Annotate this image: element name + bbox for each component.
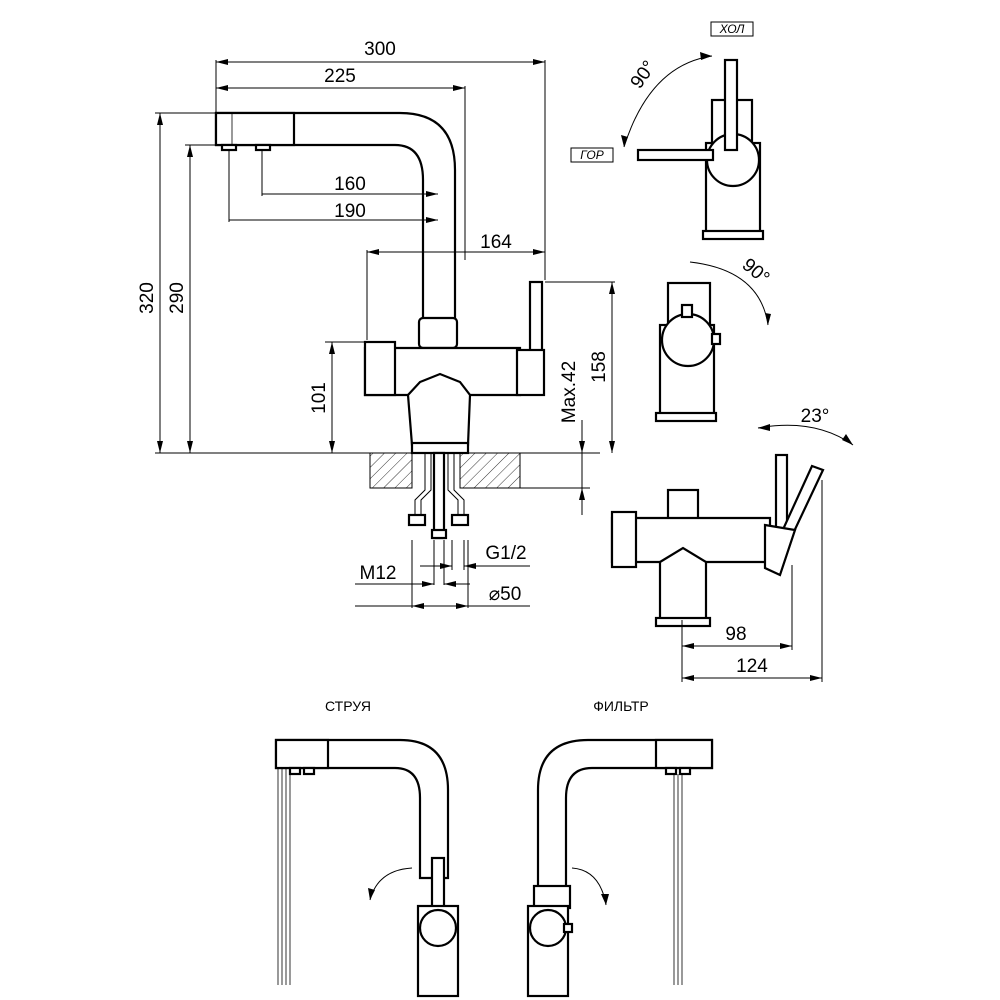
- lever-base: [515, 348, 546, 397]
- mr-base: [654, 411, 718, 423]
- vertical-dimensions: [155, 112, 615, 515]
- dim-max42: Max.42: [559, 361, 580, 423]
- dim-164: 164: [480, 232, 512, 253]
- br-base-plate: [654, 616, 712, 628]
- jet-lever: [430, 856, 446, 910]
- br-left-cap: [610, 510, 638, 569]
- bottom-right-view: 23° 98 124: [610, 406, 854, 682]
- dim-dia50: ⌀50: [489, 584, 522, 605]
- filter-view: ФИЛЬТР: [526, 698, 714, 998]
- spout-head: [214, 111, 296, 147]
- supply-hoses: [407, 451, 470, 540]
- dim-190: 190: [334, 201, 366, 222]
- horizontal-dimensions: [215, 59, 546, 340]
- br-top: [666, 488, 700, 522]
- dim-g12: G1/2: [485, 543, 526, 564]
- faucet-base: [406, 372, 472, 447]
- dim-300: 300: [364, 39, 396, 60]
- filter-knob: [528, 908, 568, 948]
- tr-lever-horizontal: [636, 148, 715, 162]
- mr-lever-side: [710, 332, 722, 346]
- angle-90-mid: 90°: [738, 255, 774, 290]
- angle-23: 23°: [801, 406, 830, 427]
- label-hot: ГОР: [580, 148, 603, 162]
- filter-spout-head: [654, 738, 714, 770]
- label-jet: СТРУЯ: [325, 698, 371, 714]
- left-cap: [363, 340, 397, 397]
- label-filter: ФИЛЬТР: [593, 698, 649, 714]
- filter-collar: [532, 884, 572, 910]
- dim-290: 290: [167, 282, 188, 314]
- spout-collar: [417, 316, 459, 350]
- mr-knob: [660, 312, 716, 368]
- br-lever-base: [763, 523, 797, 577]
- base-plate: [410, 441, 470, 455]
- dim-160: 160: [334, 174, 366, 195]
- jet-spout-head: [274, 738, 330, 770]
- br-base: [658, 546, 708, 622]
- jet-view: СТРУЯ: [274, 698, 460, 998]
- jet-knob: [418, 908, 458, 948]
- dim-124: 124: [736, 656, 768, 677]
- aerator-right: [254, 143, 272, 152]
- mr-lever-stub: [680, 303, 694, 319]
- tr-lever-vertical: [723, 58, 739, 152]
- countertop-section-right: [459, 452, 521, 489]
- middle-right-view: 90°: [654, 255, 774, 423]
- dim-320: 320: [137, 282, 158, 314]
- main-side-view: 300 225 160 190 164 320 290 101 158 Max.…: [137, 39, 615, 609]
- bottom-dimensions: [355, 540, 530, 609]
- jet-hose: [277, 768, 291, 985]
- dim-98: 98: [725, 624, 746, 645]
- dim-225: 225: [324, 66, 356, 87]
- label-cold: ХОЛ: [719, 22, 746, 36]
- dim-158: 158: [589, 351, 610, 383]
- filter-hose: [673, 774, 683, 985]
- dim-101: 101: [309, 382, 330, 414]
- dim-m12: M12: [360, 563, 397, 584]
- top-right-view: ХОЛ ГОР 90°: [570, 21, 765, 241]
- tr-base: [701, 229, 765, 241]
- aerator-left: [220, 143, 238, 152]
- countertop-section: [369, 452, 413, 489]
- lever-handle: [528, 280, 544, 356]
